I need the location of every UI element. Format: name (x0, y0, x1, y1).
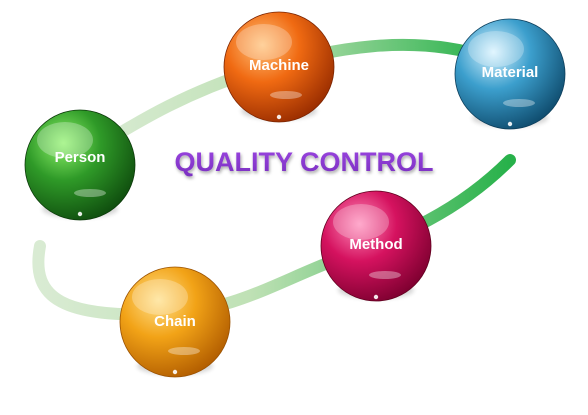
node-material: Material (454, 18, 566, 130)
diagram-title: QUALITY CONTROL (175, 147, 434, 177)
node-chain: Chain (119, 266, 231, 378)
node-label-person: Person (55, 149, 106, 166)
node-label-method: Method (349, 236, 402, 253)
node-method: Method (320, 190, 432, 302)
node-label-chain: Chain (154, 313, 196, 330)
node-label-material: Material (482, 64, 539, 81)
node-spheres: Person Machine Material Metho (24, 11, 566, 378)
node-label-machine: Machine (249, 57, 309, 74)
node-machine: Machine (223, 11, 335, 123)
node-person: Person (24, 109, 136, 221)
